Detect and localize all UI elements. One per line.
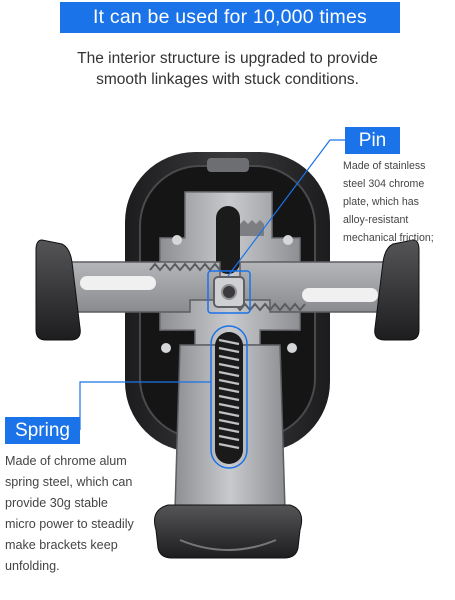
- pin-description: Made of stainless steel 304 chrome plate…: [343, 157, 455, 247]
- right-arm-teeth: [234, 302, 306, 312]
- left-clamp-grip: [35, 239, 81, 341]
- right-clamp-grip: [374, 239, 420, 341]
- screw-hole-right-top: [283, 235, 293, 245]
- spring-description-line-2: spring steel, which can: [5, 475, 133, 489]
- spring-description-line-4: micro power to steadily: [5, 517, 134, 531]
- subtitle-line-1: The interior structure is upgraded to pr…: [77, 50, 378, 67]
- bottom-base-lip: [179, 539, 277, 551]
- pin-label: Pin: [345, 127, 400, 154]
- subtitle: The interior structure is upgraded to pr…: [20, 48, 435, 90]
- left-arm-teeth: [149, 262, 221, 272]
- plate-slot: [216, 206, 240, 274]
- pin-description-line-4: alloy-resistant: [343, 214, 409, 226]
- pin-description-line-5: mechanical friction;: [343, 232, 434, 244]
- subtitle-line-2: smooth linkages with stuck conditions.: [96, 71, 359, 88]
- left-arm-slot: [80, 276, 156, 290]
- top-cap: [207, 158, 249, 172]
- screw-hole-left-bottom: [161, 343, 171, 353]
- spring-description: Made of chrome alum spring steel, which …: [5, 451, 165, 577]
- pin-center: [221, 284, 237, 300]
- spring-highlight-frame: [210, 325, 248, 469]
- gear-rack: [240, 220, 264, 236]
- screw-hole-right-bottom: [287, 343, 297, 353]
- spring-coils: [218, 338, 240, 450]
- screw-hole-left-top: [172, 235, 182, 245]
- pin-description-line-1: Made of stainless: [343, 160, 426, 172]
- header-banner: It can be used for 10,000 times: [60, 2, 400, 33]
- pin-callout-line: [227, 139, 345, 277]
- spring-description-line-3: provide 30g stable: [5, 496, 108, 510]
- spring-label: Spring: [5, 417, 80, 444]
- pin-highlight-frame: [207, 270, 251, 314]
- pin-description-line-3: plate, which has: [343, 196, 419, 208]
- spring-description-line-6: unfolding.: [5, 559, 60, 573]
- pin-description-line-2: steel 304 chrome: [343, 178, 425, 190]
- spring-description-line-5: make brackets keep: [5, 538, 118, 552]
- spring-callout-line: [79, 381, 211, 430]
- right-arm-slot: [302, 288, 378, 302]
- spring-description-line-1: Made of chrome alum: [5, 454, 127, 468]
